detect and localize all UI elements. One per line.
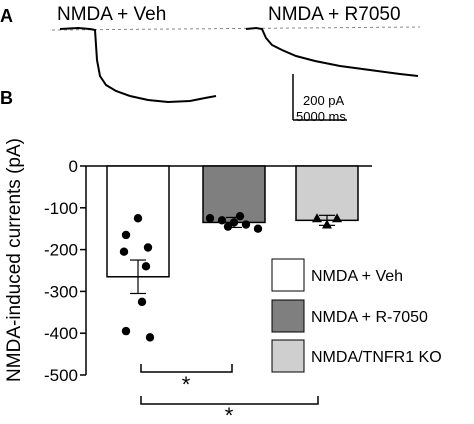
y-tick-label: -500 [44,366,78,385]
data-point [312,213,322,223]
data-point [121,230,131,240]
y-axis-label: NMDA-induced currents (pA) [4,138,25,382]
data-point [241,220,251,229]
data-point [332,213,342,223]
panel-b-label: B [0,88,13,108]
data-point [143,243,153,252]
y-tick-label: -100 [44,199,78,218]
legend-swatch-veh [271,258,305,292]
bar-3 [295,165,359,222]
y-tick-label: -400 [44,324,78,343]
y-tick-label: -200 [44,241,78,260]
legend-swatch-ko [271,339,305,373]
data-point [133,214,143,223]
legend: NMDA + Veh NMDA + R-7050 NMDA/TNFR1 KO [271,258,442,373]
scale-bar-current-label: 200 pA [303,93,345,108]
trace-label-veh: NMDA + Veh [57,4,166,25]
data-point [205,214,215,223]
significance-marker-2: * [225,403,234,424]
y-axis-ticks: 0 -100 -200 -300 -400 -500 [44,157,86,385]
data-point [137,297,147,307]
data-points [119,211,342,342]
scale-bar-time-label: 5000 ms [296,109,346,124]
legend-swatch-r7050 [271,299,305,333]
y-tick-label: -300 [44,282,78,301]
y-tick-label: 0 [69,157,78,176]
data-point [229,218,239,227]
data-point [322,219,332,229]
data-point [145,333,155,342]
significance-bracket-2 [140,396,319,405]
bars [106,165,359,295]
trace-veh [59,26,217,104]
legend-label-veh: NMDA + Veh [311,268,403,285]
significance-bracket-1 [140,364,233,373]
trace-r7050 [245,26,419,77]
significance-marker-1: * [182,372,191,397]
data-point [121,326,131,336]
data-point [235,211,245,221]
legend-label-ko: NMDA/TNFR1 KO [311,349,442,366]
data-point [119,247,129,256]
baseline-dashed-line [51,26,421,31]
data-point [223,222,233,231]
data-point [253,224,263,233]
panel-a-label: A [0,6,13,26]
data-point [141,262,151,271]
data-point [217,216,227,225]
trace-label-r7050: NMDA + R7050 [268,4,401,25]
legend-label-r7050: NMDA + R-7050 [311,309,428,326]
bar-2 [202,165,266,224]
